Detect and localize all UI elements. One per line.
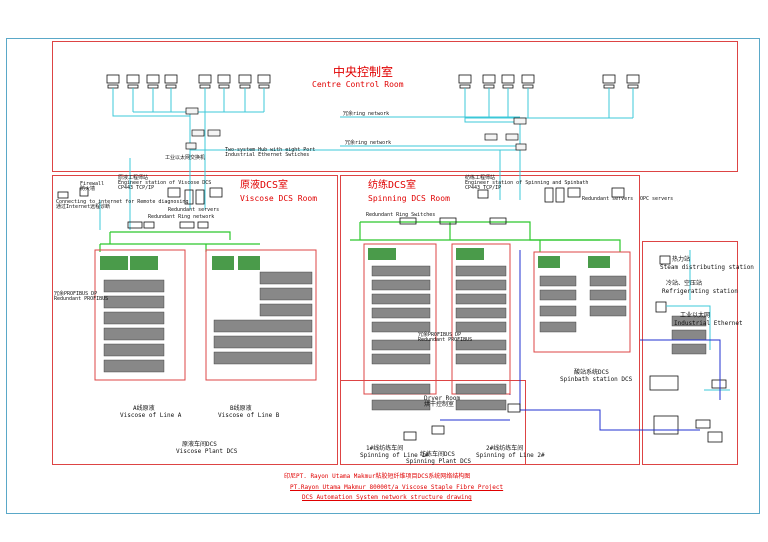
viscose-redundant-servers: Redundant servers — [168, 207, 220, 213]
control-room-title-en: Centre Control Room — [312, 80, 404, 89]
footer-title-cn: 印尼PT. Rayon Utama Makmur粘胶短纤维项目DCS系统网络结构… — [284, 473, 471, 480]
industrial-ethernet-en: Industrial Ethernet — [674, 320, 743, 327]
spinning-title-en: Spinning DCS Room — [368, 194, 450, 203]
spinning-line-2-cn: 2#线纺练车间 — [486, 445, 524, 452]
footer-title-en: PT.Rayon Utama Makmur 80000t/a Viscose S… — [290, 484, 504, 491]
viscose-ring-network: Redundant Ring network — [148, 214, 215, 220]
dryer-room-label: Dryer Room 烘干控制室 — [424, 395, 461, 408]
ring-label-1: 冗余ring network — [343, 111, 390, 117]
spinning-line-1-en: Spinning of Line 1# — [360, 452, 429, 459]
heat-station-en: Steam distributing station — [660, 264, 754, 271]
utilities-region — [642, 241, 738, 465]
ring-label-2: 冗余ring network — [345, 140, 392, 146]
switch-note-cn: 工业以太网交换机 — [165, 155, 206, 161]
workstation-group-right — [458, 74, 640, 89]
firewall-label: Firewall 防火墙 — [80, 181, 105, 192]
viscose-redundant-profibus: 冗余PROFIBUS DP Redundant PROFIBUS — [54, 291, 109, 302]
firewall-note: Connecting to internet for Remote diagno… — [56, 199, 189, 210]
refrigeration-cn: 冷站、空压站 — [666, 280, 703, 287]
spinning-ring-switches: Redundant Ring Switches — [366, 212, 436, 218]
workstation-group-left — [106, 74, 271, 89]
spinbath-en: Spinbath station DCS — [560, 376, 633, 383]
spinning-redundant-profibus: 冗余PROFIBUS DP Redundant PROFIBUS — [418, 332, 473, 343]
spinning-line-1-cabinets — [363, 243, 437, 411]
spinning-plant-station — [403, 403, 521, 441]
spinning-plant-cn: 纺练车间DCS — [420, 451, 455, 458]
control-room-network-lines — [99, 88, 634, 230]
spinning-opc-server: OPC servers — [640, 196, 674, 202]
viscose-dcs-room-region — [52, 175, 338, 465]
switch-note: Two-system Hub with eight Port Industria… — [225, 147, 316, 158]
spinning-redundant-servers: Redundant servers — [582, 196, 634, 202]
spinbath-cn: 酸站系统DCS — [574, 369, 609, 376]
utilities-links — [666, 250, 730, 391]
spinning-plant-en: Spinning Plant DCS — [406, 458, 472, 465]
centre-control-room-region — [52, 41, 738, 172]
viscose-engineer-note: 原液工程师站 Engineer station of Viscose DCS C… — [118, 175, 212, 191]
footer-subtitle-en: DCS Automation System network structure … — [302, 494, 472, 501]
heat-station-cn: 热力站 — [672, 256, 691, 263]
viscose-plant-en: Viscose Plant DCS — [176, 448, 238, 455]
viscose-line-b-cn: B线原液 — [230, 405, 252, 412]
spinning-line-1-cn: 1#线纺练车间 — [366, 445, 404, 452]
control-room-switches — [185, 107, 527, 151]
viscose-line-a-cn: A线原液 — [133, 405, 155, 412]
spinning-title-cn: 纺练DCS室 — [368, 180, 417, 191]
utilities-cabinets — [671, 315, 707, 355]
viscose-line-a-cabinets — [94, 249, 186, 381]
spinning-line-2-en: Spinning of Line 2# — [476, 452, 545, 459]
viscose-room-equipment — [57, 187, 223, 229]
ring-network-lines — [99, 221, 621, 252]
viscose-plant-cn: 原液车间DCS — [182, 441, 217, 448]
viscose-title-cn: 原液DCS室 — [240, 180, 289, 191]
industrial-ethernet-cn: 工业以太网 — [680, 312, 711, 319]
viscose-title-en: Viscose DCS Room — [240, 194, 318, 203]
drawing-frame — [6, 38, 760, 514]
spinning-plant-subregion — [340, 380, 526, 465]
utilities-blue-links — [640, 339, 721, 431]
spinning-line-2-cabinets — [451, 243, 511, 411]
refrigeration-en: Refrigerating station — [662, 288, 738, 295]
spinning-engineer-note: 纺练工程师站 Engineer station of Spinning and … — [465, 175, 589, 191]
spinbath-cabinets — [533, 251, 631, 353]
spinning-room-equipment — [399, 187, 625, 225]
utilities-equipment — [649, 255, 727, 443]
viscose-line-b-cabinets — [205, 249, 317, 381]
viscose-line-b-en: Viscose of Line B — [218, 412, 280, 419]
control-room-title-cn: 中央控制室 — [333, 65, 394, 79]
viscose-line-a-en: Viscose of Line A — [120, 412, 182, 419]
